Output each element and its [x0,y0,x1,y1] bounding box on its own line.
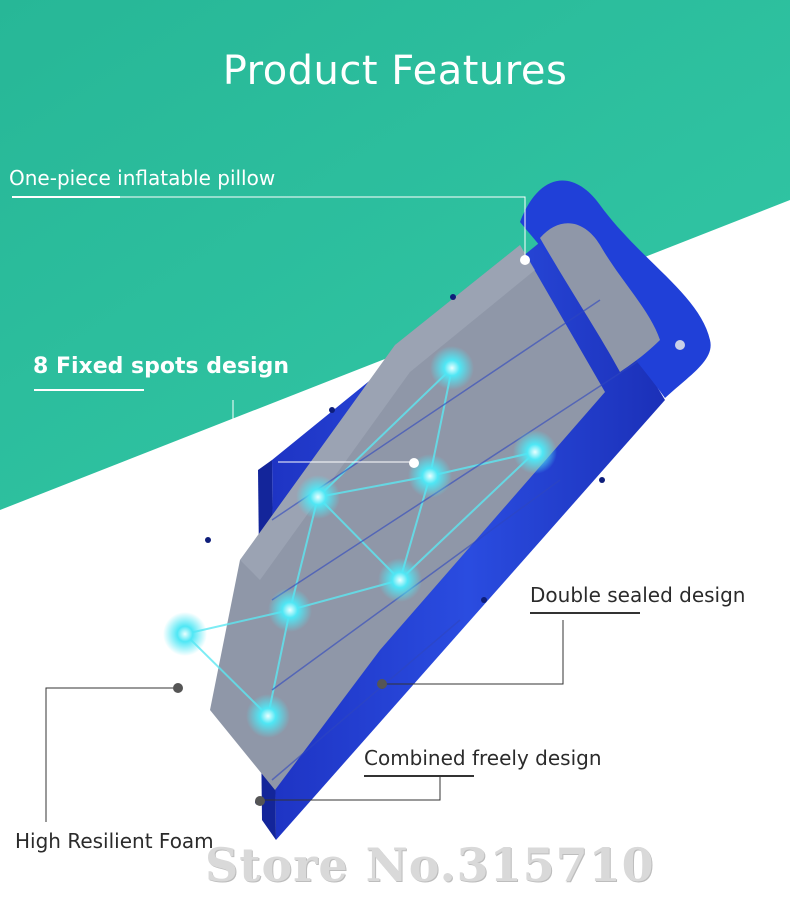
feature-underline-sealed [530,612,640,614]
feature-underline-spots [34,389,144,391]
feature-underline-combined [364,775,474,777]
feature-label-spots: 8 Fixed spots design [33,354,289,379]
feature-label-sealed: Double sealed design [530,583,746,607]
brand-logo: Track Man [147,694,199,763]
feature-label-pillow: One-piece inflatable pillow [9,166,276,190]
sealed-pointer-dot [377,679,387,689]
page-title: Product Features [222,48,568,94]
foam-pointer-dot [173,683,183,693]
combined-pointer-dot [255,796,265,806]
pillow-pointer-dot [520,255,530,265]
fixed-spots [163,346,557,738]
feature-underline-pillow [12,196,120,198]
store-watermark: Store No.315710 [205,838,655,892]
spots-pointer-dot [409,458,419,468]
feature-label-foam: High Resilient Foam [15,829,214,853]
feature-label-combined: Combined freely design [364,746,602,770]
